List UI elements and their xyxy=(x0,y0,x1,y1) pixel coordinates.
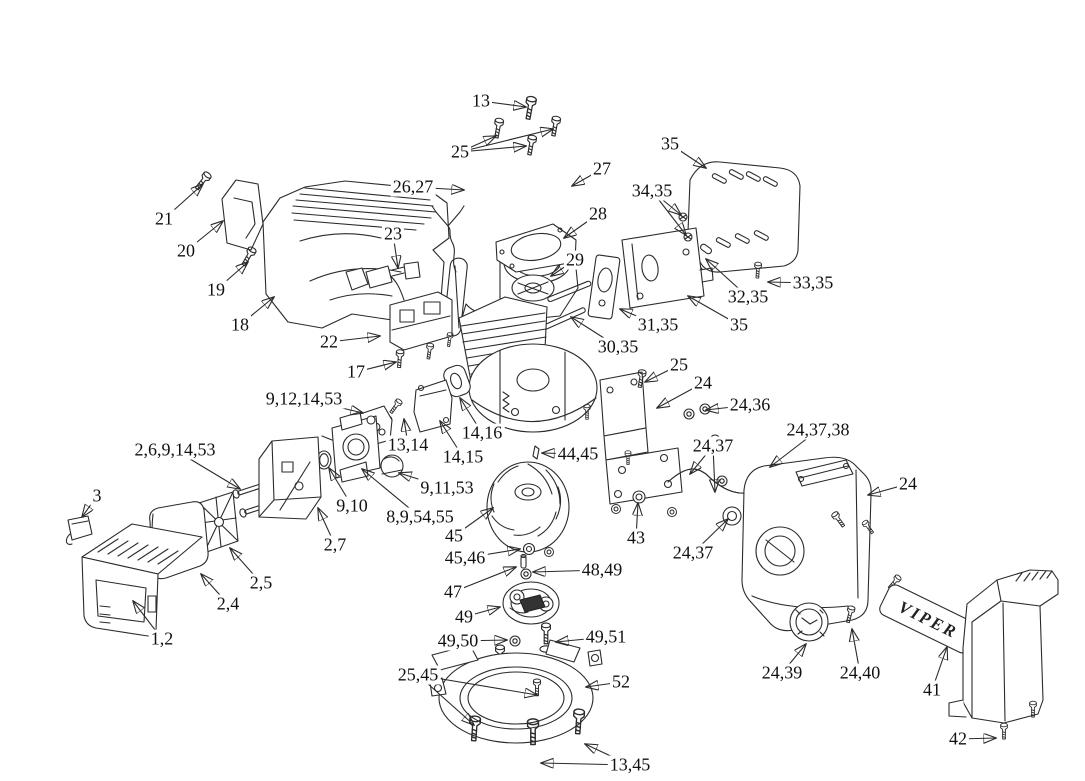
leader-line xyxy=(692,519,728,554)
part-mount-bracket xyxy=(583,368,728,517)
leader-line xyxy=(464,549,520,559)
leader-line xyxy=(645,364,680,382)
leader-line xyxy=(459,146,526,152)
leader-line xyxy=(542,453,579,454)
part-carburetor-intake xyxy=(316,379,453,483)
leader-line xyxy=(533,570,603,572)
part-air-filter xyxy=(65,436,322,637)
leader-line xyxy=(572,168,603,186)
leader-line xyxy=(230,548,262,584)
leader-line xyxy=(215,262,248,291)
leader-line xyxy=(404,419,408,446)
leader-line xyxy=(781,644,806,674)
leader-line xyxy=(303,398,363,413)
leader-line xyxy=(931,647,947,691)
leader-line xyxy=(706,405,751,410)
leader-line xyxy=(318,508,336,546)
leader-line xyxy=(957,738,996,739)
leader-line xyxy=(163,184,203,220)
leader-line xyxy=(185,221,223,252)
leader-line xyxy=(556,637,607,642)
part-engine-shroud xyxy=(192,170,450,329)
leader-line xyxy=(852,629,861,674)
leader-line xyxy=(174,449,240,489)
part-flywheel xyxy=(486,445,570,580)
part-rear-cover: VIPER xyxy=(879,569,1059,740)
part-cylinder-crankcase xyxy=(443,254,621,433)
leader-line xyxy=(457,640,507,641)
leader-line xyxy=(328,336,380,342)
leader-line xyxy=(636,503,638,539)
leader-line xyxy=(586,682,622,687)
leader-line xyxy=(768,282,814,283)
leader-line xyxy=(541,763,631,765)
part-clutch-cover xyxy=(429,581,603,746)
part-ignition xyxy=(345,205,465,369)
part-muffler xyxy=(621,161,801,309)
leader-line xyxy=(82,495,98,517)
leader-line xyxy=(669,143,706,168)
leader-line xyxy=(688,296,740,326)
leader-line xyxy=(201,574,229,605)
part-fuel-tank xyxy=(667,456,876,642)
leader-line xyxy=(690,445,714,474)
leader-line xyxy=(440,421,464,458)
leader-line xyxy=(657,382,704,408)
leader-line xyxy=(355,362,396,373)
leader-line xyxy=(399,473,448,489)
leader-line xyxy=(713,445,715,492)
leader-line xyxy=(651,190,681,215)
leader-line xyxy=(585,744,631,766)
leader-line xyxy=(620,309,659,326)
leader-line xyxy=(453,508,493,537)
leader-line xyxy=(459,129,553,153)
leader-line xyxy=(239,297,274,326)
leader-line xyxy=(571,317,619,348)
leader-line xyxy=(480,101,526,107)
part-small-hardware xyxy=(502,391,510,413)
leader-line xyxy=(463,607,500,618)
leader-line xyxy=(564,213,599,238)
leader-line xyxy=(868,483,909,495)
leader-line xyxy=(452,567,516,593)
